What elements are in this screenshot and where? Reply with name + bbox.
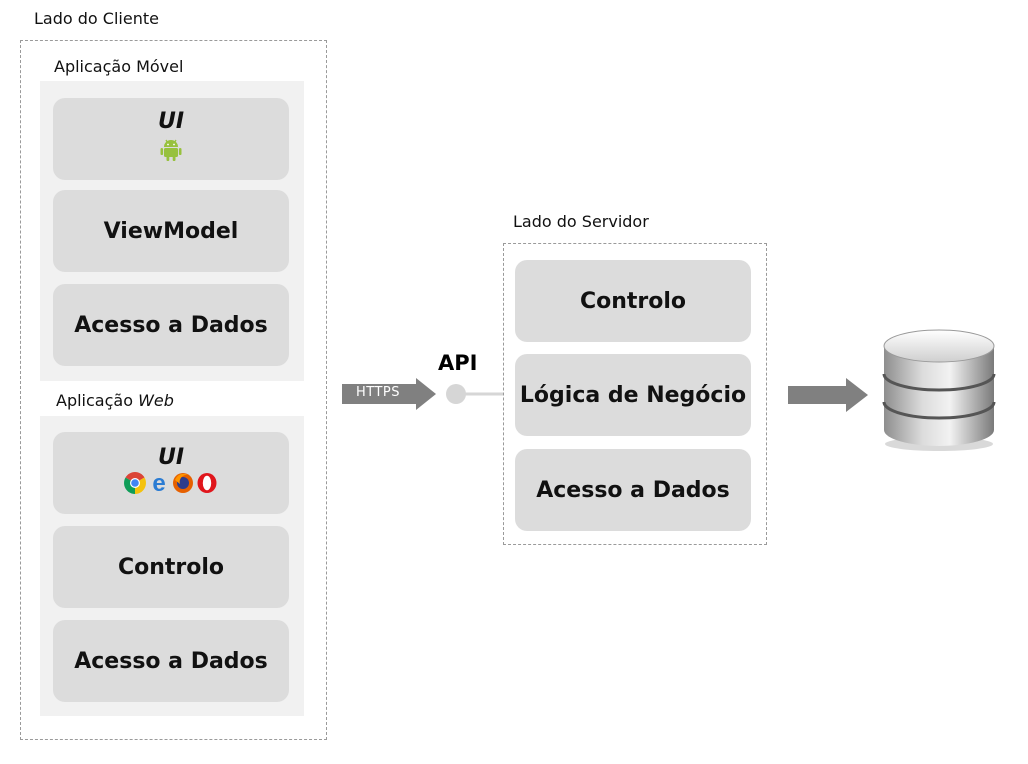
https-arrow: HTTPS [342,378,438,410]
web-app-title-prefix: Aplicação [56,391,139,410]
api-label: API [438,351,478,375]
mobile-data-access-box: Acesso a Dados [53,284,289,366]
web-ui-label: UI [157,445,185,470]
database-arrow [788,378,870,416]
server-data-access-label: Acesso a Dados [536,477,730,503]
server-side-title: Lado do Servidor [513,212,649,231]
server-side-container [503,243,767,545]
mobile-viewmodel-label: ViewModel [103,218,239,244]
mobile-ui-label: UI [157,109,185,134]
chrome-icon [124,472,146,500]
web-control-box: Controlo [53,526,289,608]
https-label: HTTPS [356,385,401,400]
server-business-logic-label: Lógica de Negócio [519,382,747,408]
browser-icons: e [124,470,218,500]
server-data-access-box: Acesso a Dados [515,449,751,531]
server-control-box: Controlo [515,260,751,342]
web-app-title: Aplicação Web [56,391,174,410]
server-control-label: Controlo [579,288,687,314]
client-side-container [20,40,327,740]
web-control-label: Controlo [117,554,225,580]
svg-text:e: e [152,472,165,494]
opera-icon [196,472,218,500]
android-icon [160,138,182,168]
web-data-access-label: Acesso a Dados [74,648,268,674]
mobile-ui-box: UI [53,98,289,180]
firefox-icon [172,472,194,500]
web-data-access-box: Acesso a Dados [53,620,289,702]
client-side-title: Lado do Cliente [34,9,159,28]
web-app-title-italic: Web [138,391,174,410]
mobile-data-access-label: Acesso a Dados [74,312,268,338]
mobile-app-title: Aplicação Móvel [54,57,184,76]
database-icon [880,328,998,456]
web-ui-box: UI e [53,432,289,514]
mobile-viewmodel-box: ViewModel [53,190,289,272]
edge-icon: e [148,470,170,500]
api-port-icon [445,382,505,410]
server-business-logic-box: Lógica de Negócio [515,354,751,436]
